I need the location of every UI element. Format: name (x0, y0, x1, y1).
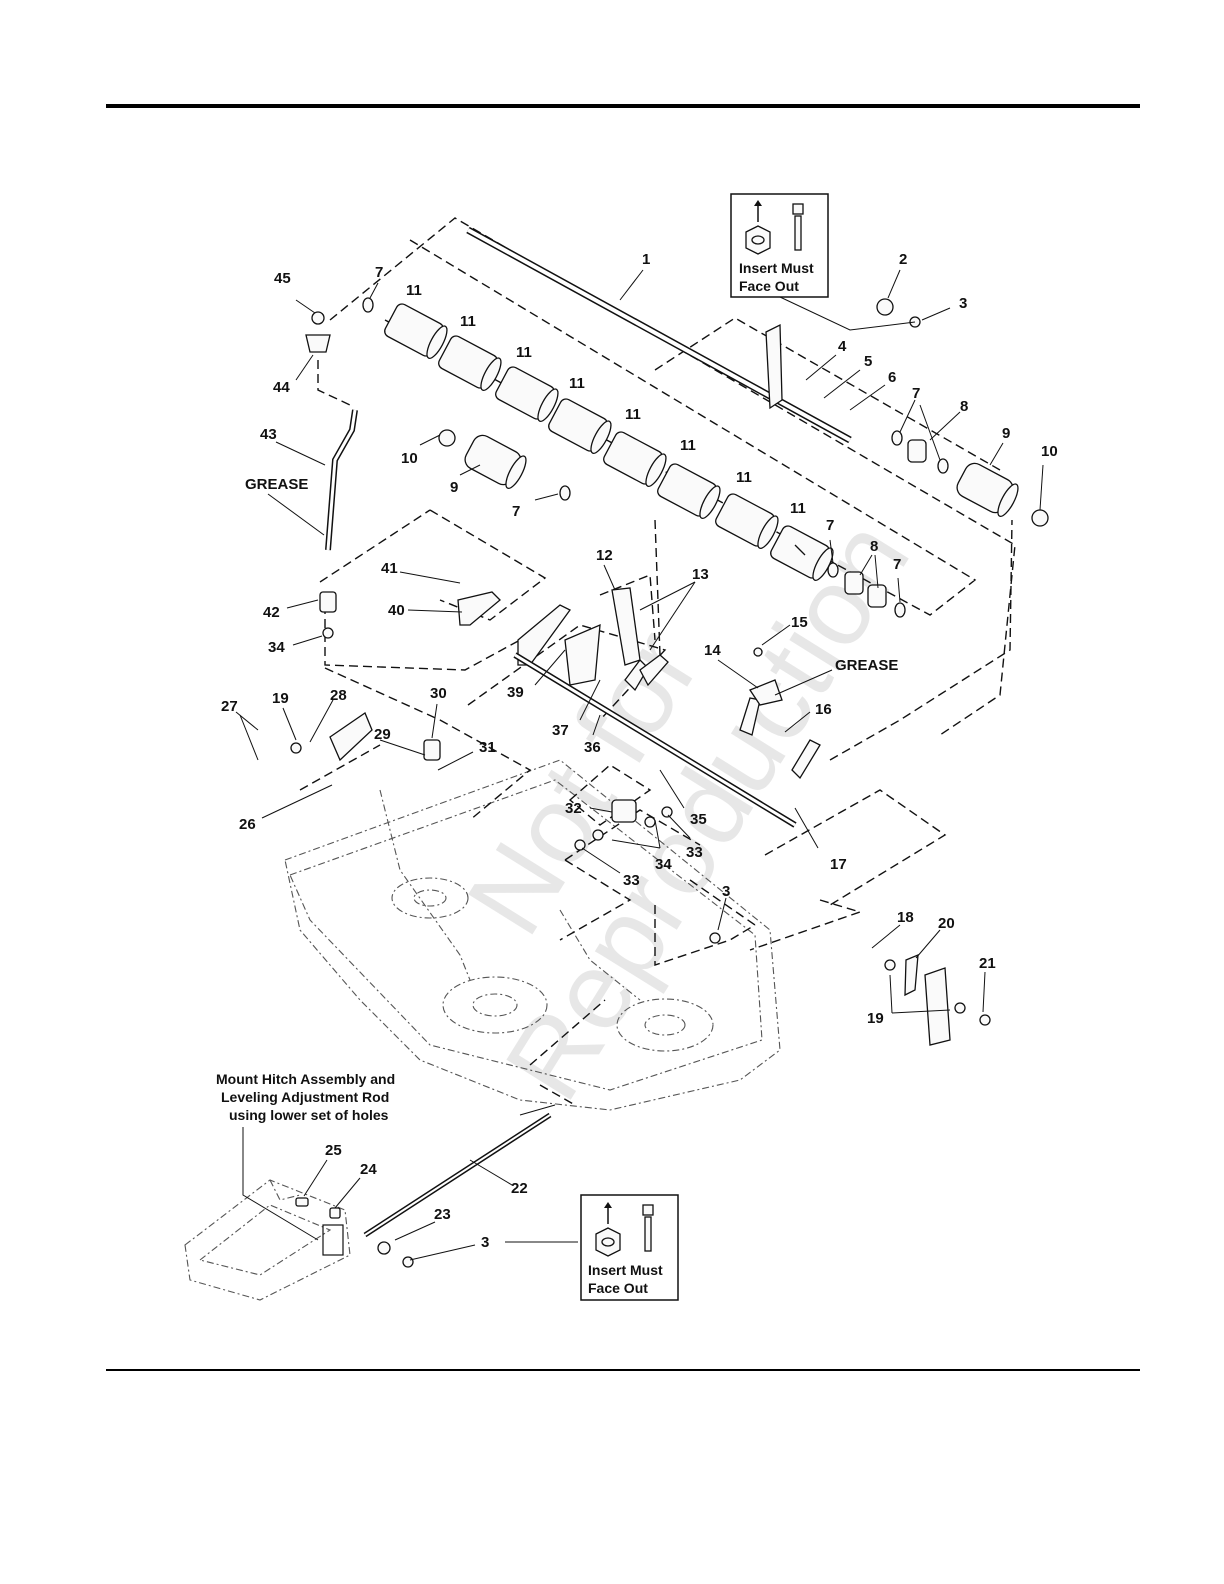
mower-deck-outline (284, 759, 781, 1111)
callout-45: 45 (274, 270, 291, 287)
callout-3-top: 3 (959, 295, 967, 312)
callout-19-a: 19 (272, 690, 289, 707)
callout-8-a: 8 (960, 398, 968, 415)
callout-10-b: 10 (401, 450, 418, 467)
callout-17: 17 (830, 856, 847, 873)
callout-5: 5 (864, 353, 872, 370)
callout-42: 42 (263, 604, 280, 621)
hitch-note-line2: Leveling Adjustment Rod (221, 1089, 389, 1105)
callout-18: 18 (897, 909, 914, 926)
callout-40: 40 (388, 602, 405, 619)
callout-11-g: 11 (736, 469, 752, 486)
insert-note-top-line2: Face Out (739, 278, 799, 294)
callout-20: 20 (938, 915, 955, 932)
callout-8-b: 8 (870, 538, 878, 555)
callout-labels: 1 2 3 4 5 6 7 7 7 7 7 8 8 9 9 10 10 11 1… (221, 251, 1058, 1251)
callout-37: 37 (552, 722, 569, 739)
shafts (325, 409, 797, 1238)
callout-14: 14 (704, 642, 721, 659)
callout-7-d: 7 (826, 517, 834, 534)
callout-1: 1 (642, 251, 650, 268)
watermark: Not for Reproduction (444, 500, 933, 1120)
callout-7-e: 7 (893, 556, 901, 573)
grease-note-left: GREASE (245, 476, 308, 493)
callout-11-h: 11 (790, 500, 806, 517)
callout-41: 41 (381, 560, 398, 577)
insert-note-bottom: Insert Must Face Out (580, 1194, 679, 1301)
callout-35: 35 (690, 811, 707, 828)
callout-15: 15 (791, 614, 808, 631)
bottom-rule (106, 1369, 1140, 1371)
callout-2: 2 (899, 251, 907, 268)
callout-10-a: 10 (1041, 443, 1058, 460)
callout-7-b: 7 (912, 385, 920, 402)
callout-26: 26 (239, 816, 256, 833)
hitch-note-line3: using lower set of holes (229, 1107, 389, 1123)
callout-32: 32 (565, 800, 582, 817)
callout-leaders (235, 269, 1044, 1261)
note-leaders (242, 296, 916, 1243)
callout-11-a: 11 (406, 282, 422, 299)
callout-31: 31 (479, 739, 496, 756)
callout-33-a: 33 (686, 844, 703, 861)
callout-7-a: 7 (375, 264, 383, 281)
callout-11-e: 11 (625, 406, 641, 423)
callout-29: 29 (374, 726, 391, 743)
callout-22: 22 (511, 1180, 528, 1197)
main-rod (466, 226, 852, 444)
hitch-assembly (184, 1179, 351, 1301)
callout-21: 21 (979, 955, 996, 972)
rollers (384, 303, 1019, 581)
callout-4: 4 (838, 338, 847, 355)
callout-36: 36 (584, 739, 601, 756)
top-rule (106, 104, 1140, 108)
callout-28: 28 (330, 687, 347, 704)
callout-39: 39 (507, 684, 524, 701)
callout-16: 16 (815, 701, 832, 718)
callout-13: 13 (692, 566, 709, 583)
callout-19-b: 19 (867, 1010, 884, 1027)
callout-30: 30 (430, 685, 447, 702)
callout-34-b: 34 (655, 856, 672, 873)
callout-27: 27 (221, 698, 238, 715)
insert-note-bottom-line2: Face Out (588, 1280, 648, 1296)
callout-23: 23 (434, 1206, 451, 1223)
callout-9-a: 9 (1002, 425, 1010, 442)
callout-11-b: 11 (460, 313, 476, 330)
insert-note-bottom-line1: Insert Must (588, 1262, 663, 1278)
insert-note-top: Insert Must Face Out (730, 193, 829, 298)
brackets (329, 323, 951, 1046)
callout-34-a: 34 (268, 639, 285, 656)
callout-44: 44 (273, 379, 290, 396)
insert-note-top-line1: Insert Must (739, 260, 814, 276)
callout-7-c: 7 (512, 503, 520, 520)
callout-33-b: 33 (623, 872, 640, 889)
callout-43: 43 (260, 426, 277, 443)
callout-11-d: 11 (569, 375, 585, 392)
text-notes: GREASE GREASE Mount Hitch Assembly and L… (216, 476, 898, 1123)
callout-11-c: 11 (516, 344, 532, 361)
hitch-note-line1: Mount Hitch Assembly and (216, 1071, 395, 1087)
callout-12: 12 (596, 547, 613, 564)
callout-3-bottom: 3 (481, 1234, 489, 1251)
callout-6: 6 (888, 369, 896, 386)
callout-25: 25 (325, 1142, 342, 1159)
grease-note-right: GREASE (835, 657, 898, 674)
callout-9-b: 9 (450, 479, 458, 496)
callout-11-f: 11 (680, 437, 696, 454)
callout-3-mid: 3 (722, 883, 730, 900)
callout-24: 24 (360, 1161, 377, 1178)
